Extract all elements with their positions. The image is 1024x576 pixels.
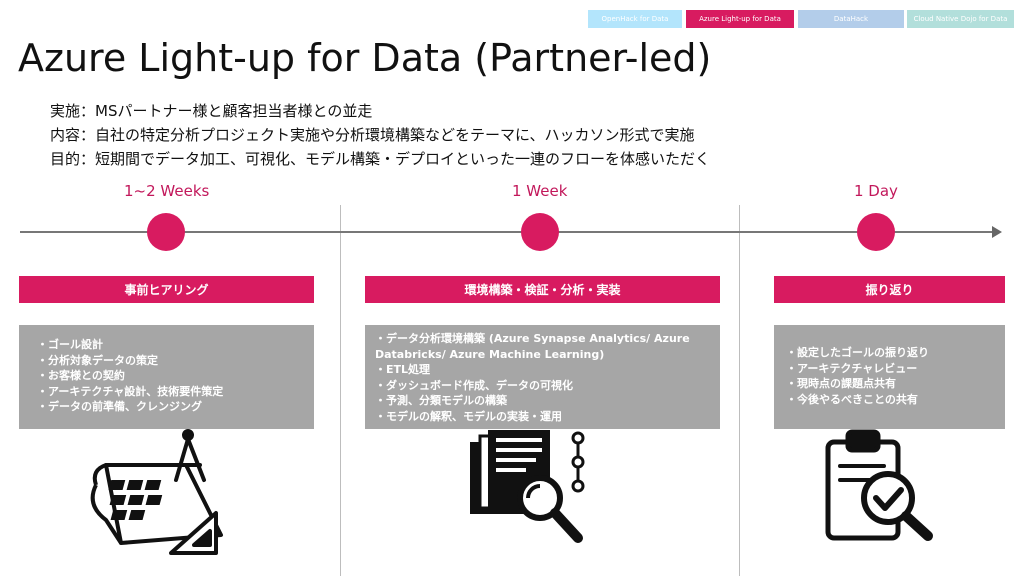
list-item: ・現時点の課題点共有 [786, 377, 896, 390]
list-item: ・アーキテクチャレビュー [786, 361, 918, 375]
timeline-arrow-icon [992, 226, 1002, 238]
nav-tab-datahack[interactable]: DataHack [798, 10, 904, 28]
list-item: ・ETL処理 [375, 363, 431, 376]
document-analysis-icon [470, 430, 585, 543]
phase-duration-2: 1 Week [512, 182, 568, 200]
list-item: ・ダッシュボード作成、データの可視化 [375, 378, 573, 392]
list-item: ・データの前準備、クレンジング [37, 400, 202, 413]
phase-items-hearing: ・ゴール設計 ・分析対象データの策定 ・お客様との契約 ・アーキテクチャ設計、技… [19, 325, 314, 429]
page-title: Azure Light-up for Data (Partner-led) [18, 36, 712, 80]
nav-tab-azure-light-up[interactable]: Azure Light-up for Data [686, 10, 794, 28]
phase-items-review: ・設定したゴールの振り返り ・アーキテクチャレビュー ・現時点の課題点共有 ・今… [774, 325, 1005, 429]
timeline-line [20, 231, 995, 233]
list-item: ・データ分析環境構築 (Azure Synapse Analytics/ Azu… [375, 332, 690, 345]
phase-header-review: 振り返り [774, 276, 1005, 303]
timeline-milestone-dot [147, 213, 185, 251]
timeline-milestone-dot [857, 213, 895, 251]
phase-duration-1: 1~2 Weeks [124, 182, 210, 200]
phase-header-build: 環境構築・検証・分析・実装 [365, 276, 720, 303]
list-item: Databricks/ Azure Machine Learning) [375, 347, 605, 361]
phase-header-hearing: 事前ヒアリング [19, 276, 314, 303]
phase-divider [340, 205, 341, 576]
list-item: ・今後やるべきことの共有 [786, 392, 918, 406]
description-content: 内容：自社の特定分析プロジェクト実施や分析環境構築などをテーマに、ハッカソン形式… [50, 126, 695, 144]
list-item: ・予測、分類モデルの構築 [375, 394, 507, 407]
clipboard-check-icon [825, 429, 933, 541]
blueprint-compass-icon [90, 429, 223, 555]
phase-duration-3: 1 Day [854, 182, 898, 200]
list-item: ・ゴール設計 [37, 338, 103, 351]
description-purpose: 目的：短期間でデータ加工、可視化、モデル構築・デプロイといった一連のフローを体感… [50, 150, 711, 168]
phase-divider [739, 205, 740, 576]
list-item: ・お客様との契約 [37, 369, 125, 382]
nav-tab-cloud-native-dojo[interactable]: Cloud Native Dojo for Data [907, 10, 1014, 28]
phase-items-build: ・データ分析環境構築 (Azure Synapse Analytics/ Azu… [365, 325, 720, 429]
nav-tab-openhack[interactable]: OpenHack for Data [588, 10, 682, 28]
description-implementation: 実施：MSパートナー様と顧客担当者様との並走 [50, 102, 373, 120]
list-item: ・モデルの解釈、モデルの実装・運用 [375, 409, 562, 423]
list-item: ・分析対象データの策定 [37, 353, 158, 367]
list-item: ・設定したゴールの振り返り [786, 346, 929, 359]
list-item: ・アーキテクチャ設計、技術要件策定 [37, 384, 224, 398]
timeline-milestone-dot [521, 213, 559, 251]
